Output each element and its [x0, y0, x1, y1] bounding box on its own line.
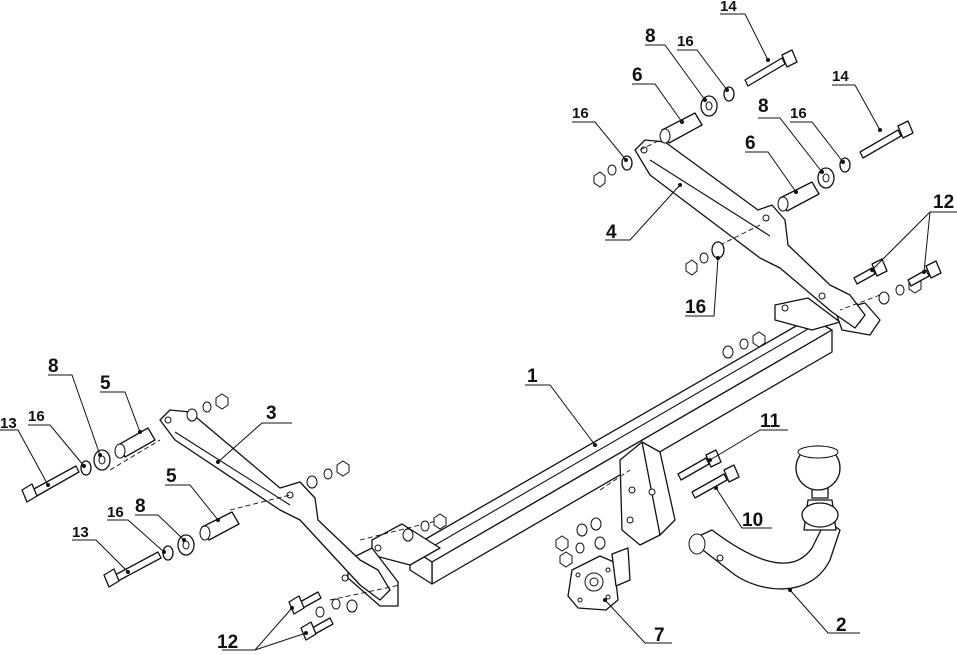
label-13-upper: 13 — [0, 415, 17, 432]
towball-part — [688, 445, 841, 590]
label-2: 2 — [836, 615, 847, 636]
label-5-upper: 5 — [100, 373, 111, 394]
label-3: 3 — [266, 403, 277, 424]
label-13-lower: 13 — [72, 524, 89, 541]
label-16-f: 16 — [685, 297, 706, 318]
label-8-lower-left: 8 — [135, 496, 146, 517]
label-4: 4 — [606, 222, 617, 243]
label-16-b: 16 — [107, 504, 124, 521]
label-11: 11 — [760, 411, 781, 432]
right-bracket-part — [634, 139, 866, 329]
label-12-right: 12 — [933, 192, 954, 213]
label-5-lower: 5 — [166, 466, 177, 487]
label-8-upper-right: 8 — [645, 26, 656, 47]
label-14-right: 14 — [832, 68, 849, 85]
label-16-e: 16 — [790, 105, 807, 122]
callout-leaders — [0, 13, 957, 651]
socket-plate-part — [567, 547, 631, 611]
label-12-left: 12 — [217, 632, 238, 653]
label-8-lower-right: 8 — [758, 96, 769, 117]
bolts — [21, 49, 942, 641]
label-16-d: 16 — [677, 33, 694, 50]
label-6-upper: 6 — [632, 65, 643, 86]
label-1: 1 — [527, 366, 538, 387]
label-8-upper-left: 8 — [48, 356, 59, 377]
label-7: 7 — [654, 625, 665, 646]
label-16-c: 16 — [572, 105, 589, 122]
spacer-tubes — [114, 112, 820, 541]
left-bracket-part — [159, 409, 391, 601]
label-14-top: 14 — [720, 0, 737, 15]
label-10: 10 — [742, 510, 763, 531]
label-6-lower: 6 — [745, 133, 756, 154]
assembly-lines — [109, 129, 881, 601]
label-16-a: 16 — [28, 408, 45, 425]
